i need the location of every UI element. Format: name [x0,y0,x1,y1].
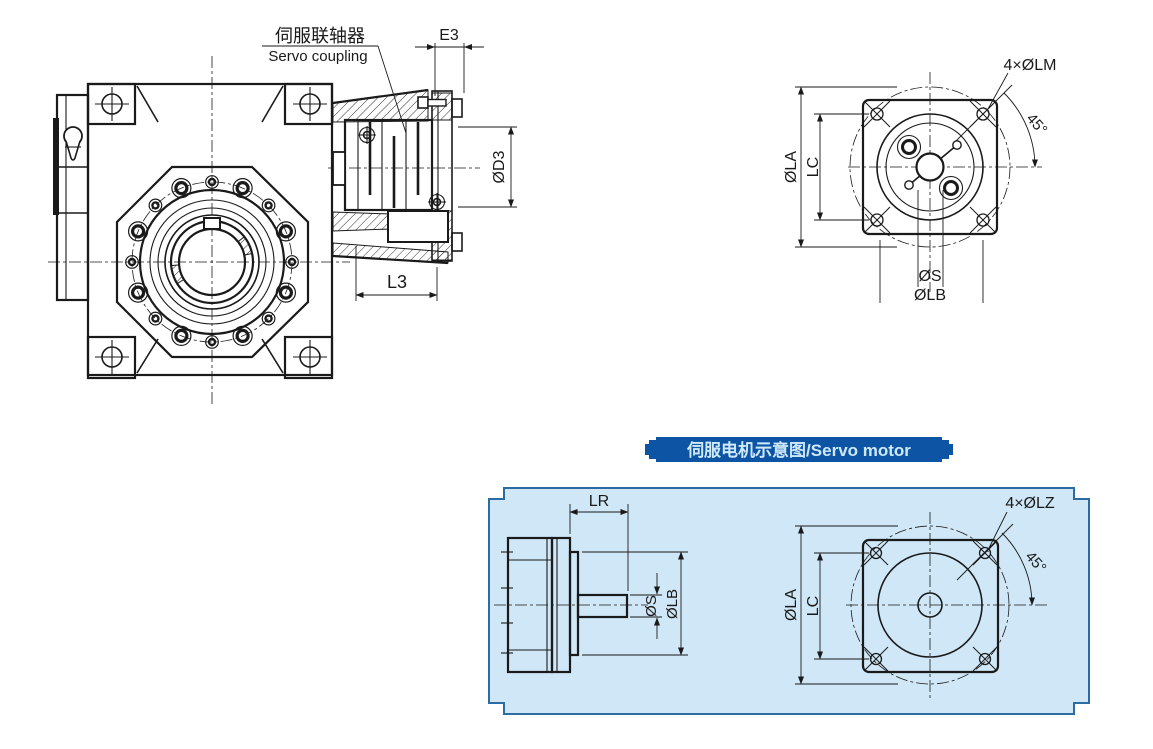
motor-side-view: LR ØS ØLB [494,493,688,674]
panel-background [488,487,1090,715]
output-flange-view: 4×ØLM 45° ØLA LC ØS ØLB [783,57,1056,304]
dim-lm-label: 4×ØLM [1004,57,1057,74]
dim-d3-label: ØD3 [491,150,508,183]
dim-s-label: ØS [918,268,941,285]
dim-e3-label: E3 [439,27,459,44]
dim-lc-label: LC [805,596,822,616]
dim-lb-label: ØLB [914,287,946,304]
mounting-holes [95,87,327,374]
dim-lb-label: ØLB [664,589,681,619]
bolt-circle-screws [125,175,299,349]
title-banner: 伺服电机示意图/Servo motor [645,437,953,462]
dim-angle-label: 45° [1023,110,1051,138]
dim-la-label: ØLA [783,151,800,183]
dim-lz-label: 4×ØLZ [1005,495,1055,512]
dim-l3-label: L3 [387,272,407,292]
label-servo-coupling-en: Servo coupling [268,48,367,65]
label-servo-coupling-cn: 伺服联轴器 [275,26,365,46]
servo-motor-panel: LR ØS ØLB 4×ØLZ [488,487,1090,715]
dim-lr-label: LR [589,493,609,510]
coupling-side-view: E3 ØD3 L3 伺服联轴器 Servo coupling [262,26,517,301]
dim-la-label: ØLA [783,589,800,621]
gearbox-front-view [48,56,350,404]
panel-title: 伺服电机示意图/Servo motor [686,440,911,460]
dim-s-label: ØS [643,595,660,617]
dim-lc-label: LC [805,157,822,177]
input-side-protrusion [53,93,90,302]
